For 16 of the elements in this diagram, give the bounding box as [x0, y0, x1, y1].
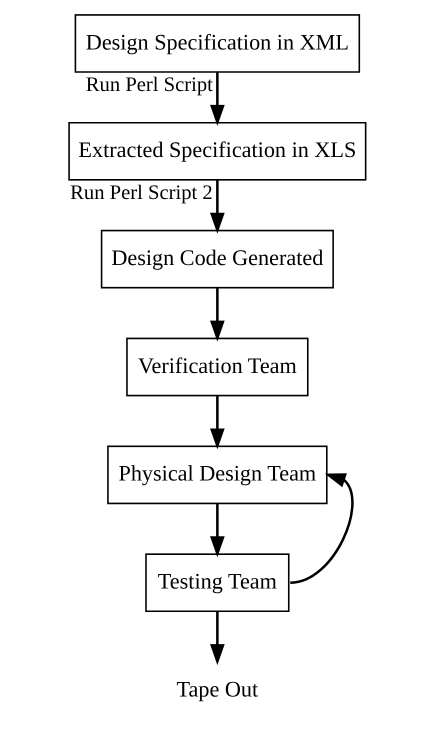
node-box: Testing Team	[145, 553, 290, 612]
arrow	[210, 396, 225, 450]
arrow	[210, 180, 225, 234]
edge-label: Run Perl Script 2	[70, 182, 213, 204]
node-box: Design Code Generated	[100, 230, 334, 288]
node-box: Physical Design Team	[107, 446, 328, 504]
edge-label: Run Perl Script	[86, 74, 213, 96]
arrow	[290, 473, 354, 584]
node-box: Design Specification in XML	[74, 14, 360, 73]
arrow	[210, 72, 225, 126]
arrow	[210, 288, 225, 342]
arrow	[210, 612, 225, 666]
node-box: Extracted Specification in XLS	[68, 122, 366, 181]
arrow	[210, 504, 225, 558]
node-text: Tape Out	[176, 676, 258, 702]
node-box: Verification Team	[126, 338, 309, 396]
